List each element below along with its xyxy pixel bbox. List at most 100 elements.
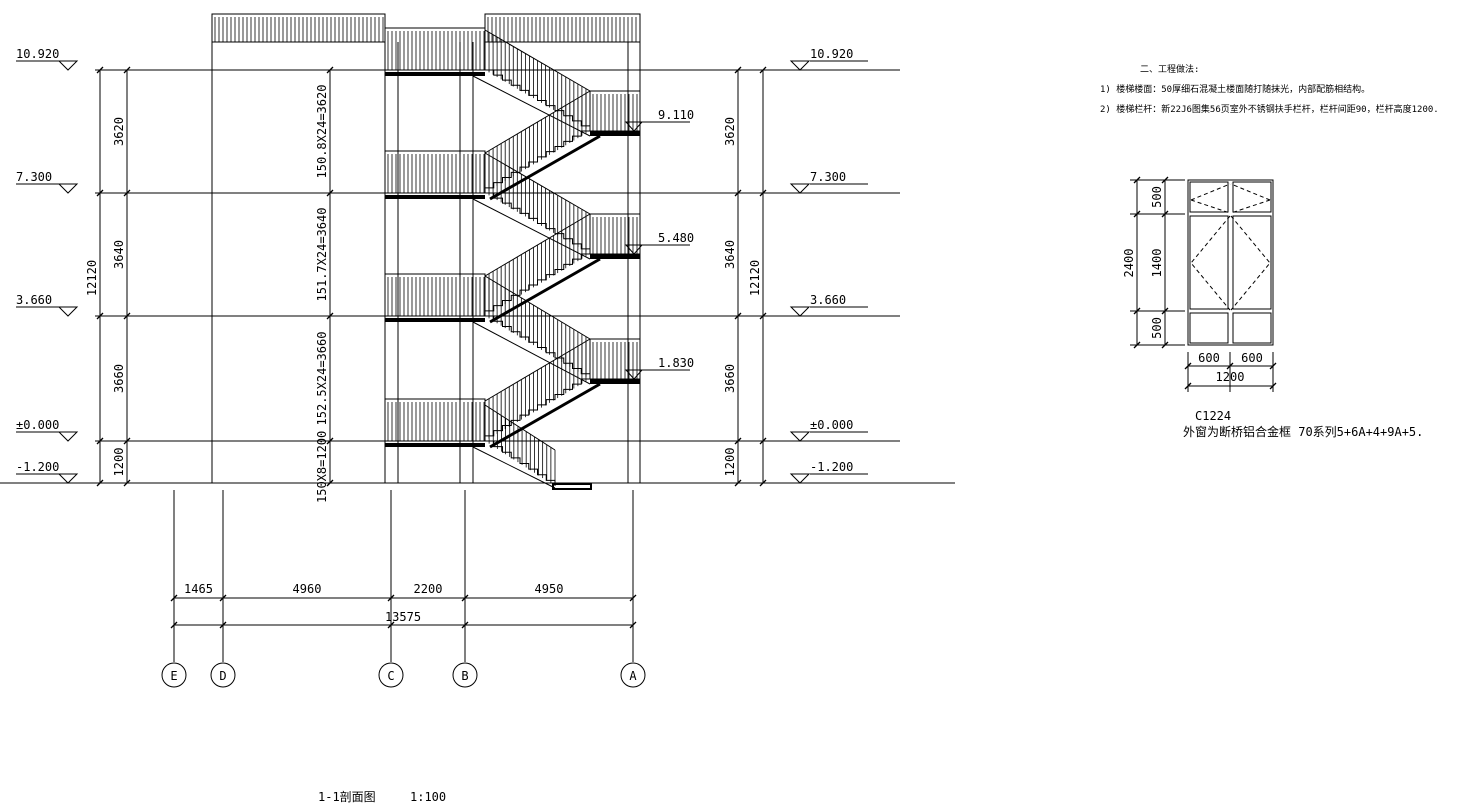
- dimension-tick: [1161, 176, 1169, 184]
- total-height-dim: 12120: [85, 260, 99, 296]
- axis-label-2: C: [387, 669, 394, 683]
- floor-height-dim: 3640: [112, 240, 126, 269]
- stair-steps: [485, 440, 556, 486]
- window-pane: [1189, 215, 1229, 310]
- dimension-tick: [96, 479, 104, 487]
- axis-dim: 4950: [535, 582, 564, 596]
- window-total-height: 2400: [1122, 249, 1136, 278]
- dimension-tick: [734, 479, 742, 487]
- axis-label-1: D: [219, 669, 226, 683]
- window-height-dim: 500: [1150, 317, 1164, 339]
- mid-level-label: 5.480: [658, 231, 694, 245]
- floor-height-dim: 3620: [112, 117, 126, 146]
- dimension-tick: [326, 437, 334, 445]
- landing-slab: [385, 195, 485, 199]
- floor-height-dim: 3660: [112, 364, 126, 393]
- dimension-tick: [734, 66, 742, 74]
- note-item: 2) 楼梯栏杆：新22J6图集56页室外不锈钢扶手栏杆，栏杆间距90，栏杆高度1…: [1100, 103, 1439, 115]
- bottom-landing: [552, 483, 592, 490]
- dimension-tick: [1161, 210, 1169, 218]
- dimension-tick: [123, 312, 131, 320]
- window-opening-dash: [1190, 215, 1271, 311]
- dimension-tick: [734, 312, 742, 320]
- dimension-tick: [1133, 341, 1141, 349]
- dimension-tick: [1184, 362, 1192, 370]
- dimension-tick: [123, 189, 131, 197]
- level-triangle-icon: [624, 244, 644, 255]
- floor-height-dim-right: 1200: [723, 448, 737, 477]
- landing-slab: [385, 443, 485, 447]
- mid-landing-railing: [589, 213, 641, 255]
- flight-underside: [472, 75, 591, 137]
- window-height-dim: 500: [1150, 186, 1164, 208]
- dimension-tick: [96, 437, 104, 445]
- handrail: [484, 404, 556, 451]
- level-label-right: -1.200: [810, 460, 853, 474]
- mid-level-label: 1.830: [658, 356, 694, 370]
- axis-label-0: E: [170, 669, 177, 683]
- window-spec: 外窗为断桥铝合金框 70系列5+6A+4+9A+5.: [1183, 424, 1423, 439]
- flight-underside: [472, 446, 556, 489]
- landing-slab: [385, 72, 485, 76]
- dimension-tick: [123, 437, 131, 445]
- level-triangle-icon: [57, 60, 79, 71]
- level-triangle-icon: [789, 473, 811, 484]
- dimension-tick: [1161, 307, 1169, 315]
- level-triangle-icon: [57, 431, 79, 442]
- window-pane: [1232, 181, 1272, 213]
- step-count-note: 151.7X24=3640: [315, 208, 329, 302]
- window-pane: [1232, 312, 1272, 344]
- axis-dim: 1465: [184, 582, 213, 596]
- axis-bubble: [452, 662, 478, 688]
- floor-height-dim-right: 3620: [723, 117, 737, 146]
- mid-landing-slab: [590, 379, 640, 384]
- mid-level-label: 9.110: [658, 108, 694, 122]
- level-label-left: 10.920: [16, 47, 59, 61]
- axis-label-3: B: [461, 669, 468, 683]
- dimension-tick: [1184, 382, 1192, 390]
- level-label-left: ±0.000: [16, 418, 59, 432]
- window-total-width: 1200: [1216, 370, 1245, 384]
- flight-stringer: [489, 257, 601, 324]
- axis-dim: 2200: [414, 582, 443, 596]
- level-triangle-icon: [789, 183, 811, 194]
- mid-landing-slab: [590, 131, 640, 136]
- window-frame: [1187, 179, 1274, 346]
- mid-landing-railing: [589, 338, 641, 380]
- dimension-tick: [1226, 362, 1234, 370]
- window-width-dim: 600: [1198, 351, 1220, 365]
- dimension-tick: [759, 312, 767, 320]
- step-count-note: 150X8=1200: [315, 431, 329, 503]
- drawing-title: 1-1剖面图: [318, 790, 376, 804]
- floor-height-dim: 1200: [112, 448, 126, 477]
- dimension-tick: [759, 479, 767, 487]
- dimension-tick: [734, 189, 742, 197]
- step-count-note: 150.8X24=3620: [315, 85, 329, 179]
- flight-stringer: [489, 134, 601, 201]
- dimension-tick: [734, 437, 742, 445]
- dimension-tick: [1133, 307, 1141, 315]
- window-code: C1224: [1195, 409, 1231, 423]
- floor-height-dim-right: 3640: [723, 240, 737, 269]
- level-triangle-icon: [624, 369, 644, 380]
- step-count-note: 152.5X24=3660: [315, 332, 329, 426]
- axis-dim: 4960: [293, 582, 322, 596]
- level-label-right: 7.300: [810, 170, 846, 184]
- dimension-tick: [123, 479, 131, 487]
- window-pane: [1232, 215, 1272, 310]
- landing-slab: [385, 318, 485, 322]
- axis-total-dim: 13575: [385, 610, 421, 624]
- window-opening-dash: [1190, 183, 1271, 214]
- axis-bubble: [161, 662, 187, 688]
- level-label-left: 7.300: [16, 170, 52, 184]
- dimension-tick: [1269, 362, 1277, 370]
- level-triangle-icon: [789, 306, 811, 317]
- window-height-dim: 1400: [1150, 249, 1164, 278]
- notes-heading: 二、工程做法:: [1140, 63, 1199, 75]
- flight-stringer: [489, 382, 601, 449]
- level-triangle-icon: [57, 183, 79, 194]
- dimension-tick: [759, 437, 767, 445]
- axis-label-4: A: [629, 669, 637, 683]
- level-label-right: 10.920: [810, 47, 853, 61]
